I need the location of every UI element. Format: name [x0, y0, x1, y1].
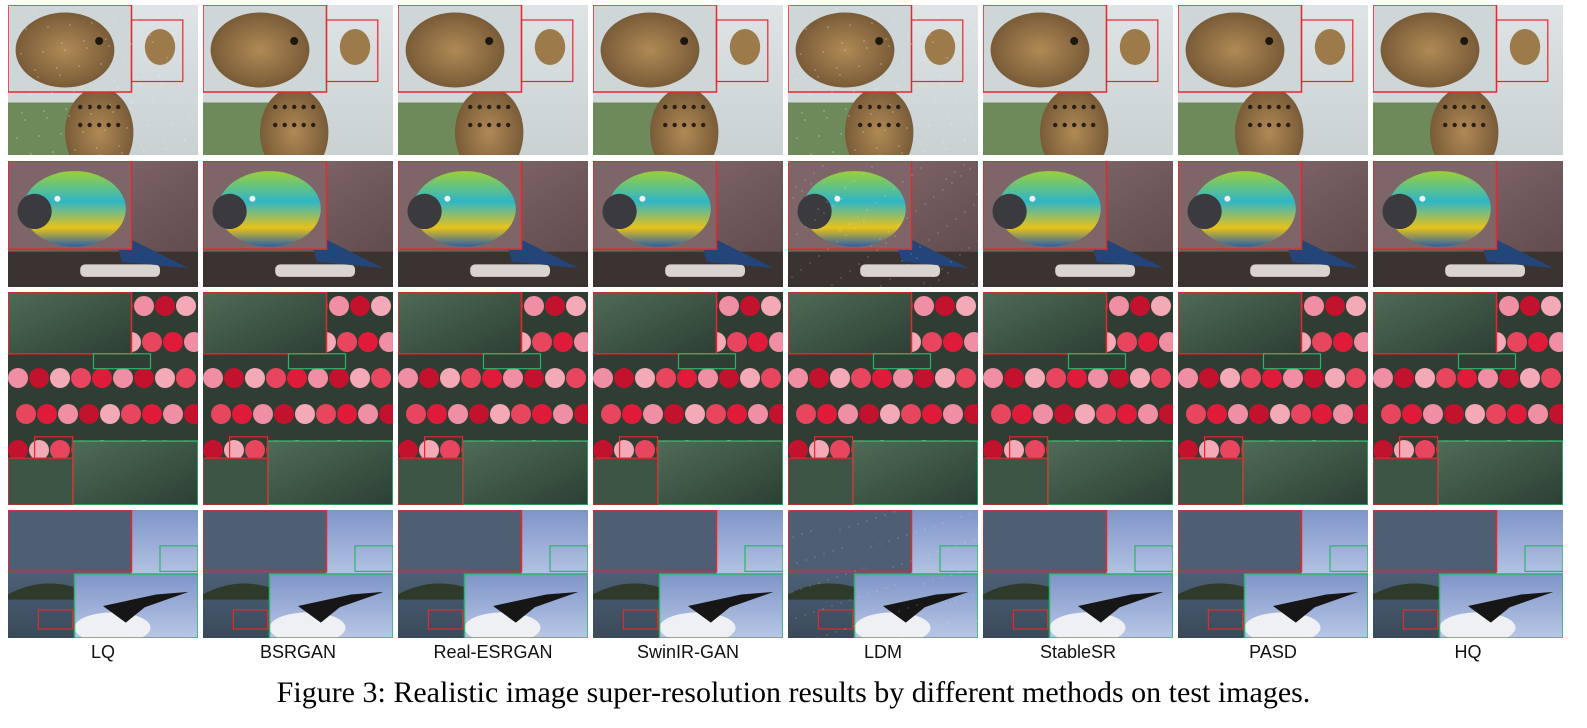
figure-caption: Figure 3: Realistic image super-resoluti…	[276, 676, 1311, 709]
result-image-bird-over-sea-swinir-gan	[593, 510, 783, 638]
result-image-cheetah-real-esrgan	[398, 5, 588, 155]
label-pasd: PASD	[1249, 642, 1297, 662]
result-image-bird-over-sea-real-esrgan	[398, 510, 588, 638]
label-stablesr: StableSR	[1039, 642, 1117, 662]
result-image-parrot-swinir-gan	[593, 161, 783, 287]
image-grid	[8, 5, 1563, 638]
result-image-cheetah-bsrgan	[203, 5, 393, 155]
result-image-flowers-pasd	[1178, 292, 1368, 505]
result-image-parrot-pasd	[1178, 161, 1368, 287]
result-image-flowers-hq	[1373, 292, 1563, 505]
result-image-flowers-real-esrgan	[398, 292, 588, 505]
column-labels: LQ BSRGAN Real-ESRGAN SwinIR-GAN LDM Sta…	[0, 642, 1587, 670]
result-image-cheetah-lq	[8, 5, 198, 155]
result-image-parrot-bsrgan	[203, 161, 393, 287]
result-image-flowers-swinir-gan	[593, 292, 783, 505]
result-image-bird-over-sea-bsrgan	[203, 510, 393, 638]
result-image-cheetah-pasd	[1178, 5, 1368, 155]
result-image-parrot-stablesr	[983, 161, 1173, 287]
result-image-parrot-real-esrgan	[398, 161, 588, 287]
result-image-flowers-lq	[8, 292, 198, 505]
result-image-parrot-lq	[8, 161, 198, 287]
label-swinir-gan: SwinIR-GAN	[636, 642, 739, 662]
result-image-cheetah-ldm	[788, 5, 978, 155]
result-image-parrot-hq	[1373, 161, 1563, 287]
label-bsrgan: BSRGAN	[259, 642, 337, 662]
result-image-bird-over-sea-lq	[8, 510, 198, 638]
result-image-cheetah-swinir-gan	[593, 5, 783, 155]
result-image-bird-over-sea-stablesr	[983, 510, 1173, 638]
result-image-bird-over-sea-ldm	[788, 510, 978, 638]
result-image-parrot-ldm	[788, 161, 978, 287]
result-image-bird-over-sea-pasd	[1178, 510, 1368, 638]
result-image-flowers-ldm	[788, 292, 978, 505]
result-image-flowers-stablesr	[983, 292, 1173, 505]
result-image-cheetah-hq	[1373, 5, 1563, 155]
label-hq: HQ	[1454, 642, 1482, 662]
result-image-cheetah-stablesr	[983, 5, 1173, 155]
result-image-bird-over-sea-hq	[1373, 510, 1563, 638]
result-image-flowers-bsrgan	[203, 292, 393, 505]
label-ldm: LDM	[863, 642, 902, 662]
label-real-esrgan: Real-ESRGAN	[433, 642, 553, 662]
label-lq: LQ	[90, 642, 115, 662]
